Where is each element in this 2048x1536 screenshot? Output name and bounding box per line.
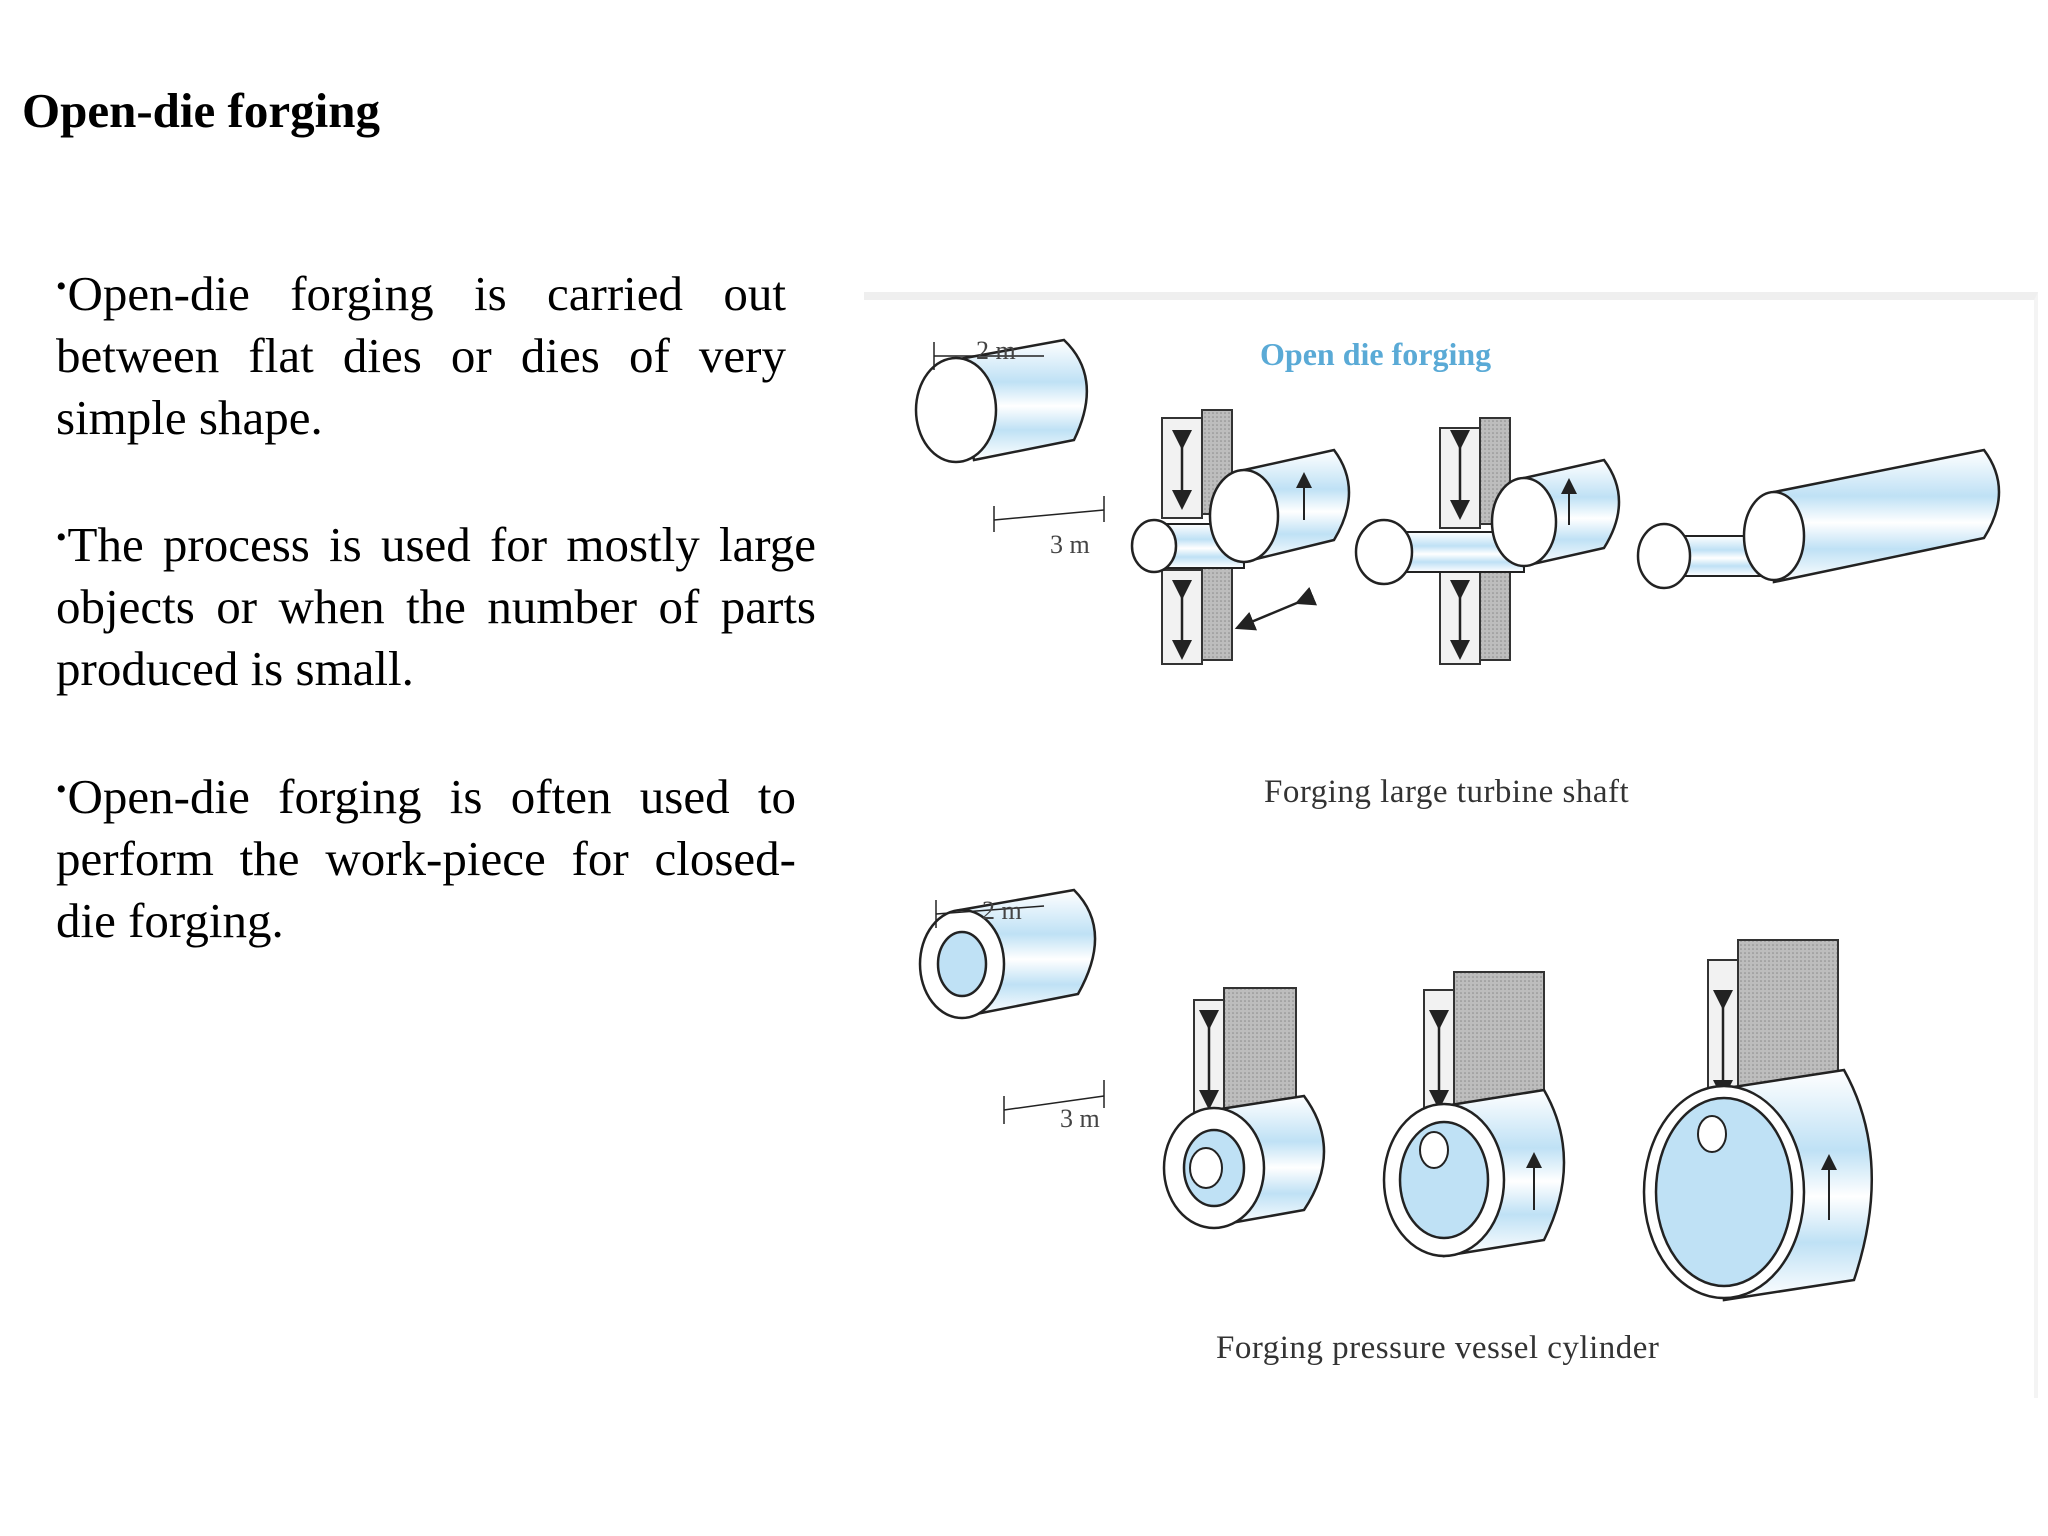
bullet-text: Open-die forging is often used to perfor…: [56, 769, 796, 948]
figure-heading: Open die forging: [1260, 336, 1492, 372]
vessel-stage-3: [1642, 939, 1873, 1302]
turbine-shaft-finished: [1636, 448, 2001, 590]
dimension-length: 3 m: [1050, 530, 1090, 559]
axial-arrow-icon: [1234, 586, 1318, 631]
turbine-shaft-stage-2: [1354, 458, 1621, 586]
bullet-text: The process is used for mostly large obj…: [56, 517, 816, 696]
bullet-point: •Open-die forging is carried out between…: [56, 256, 786, 449]
bullet-icon: •: [56, 521, 67, 554]
bullet-point: •Open-die forging is often used to perfo…: [56, 759, 796, 952]
dimension-length: 3 m: [1060, 1104, 1100, 1133]
slide-title: Open-die forging: [22, 83, 380, 138]
figure-caption-vessel: Forging pressure vessel cylinder: [1216, 1330, 1660, 1366]
turbine-shaft-stage-1: [1130, 448, 1351, 631]
vessel-stage-2: [1382, 971, 1566, 1258]
forging-drawing: [914, 338, 2001, 1302]
lower-die-1: [1161, 567, 1233, 665]
dimension-diameter: 2 m: [976, 336, 1016, 365]
vessel-stage-1: [1162, 987, 1326, 1230]
turbine-billet: [914, 338, 1105, 532]
bullet-icon: •: [56, 773, 67, 806]
bullet-icon: •: [56, 270, 67, 303]
bullet-text: Open-die forging is carried out between …: [56, 266, 786, 445]
lower-die-2: [1439, 567, 1511, 665]
bullet-point: •The process is used for mostly large ob…: [56, 507, 816, 700]
dimension-diameter: 2 m: [982, 896, 1022, 925]
figure-caption-turbine: Forging large turbine shaft: [1264, 774, 1630, 810]
vessel-billet: [918, 888, 1105, 1124]
forging-illustration: Open die forging 2 m 3 m Forging large t…: [864, 292, 2038, 1398]
